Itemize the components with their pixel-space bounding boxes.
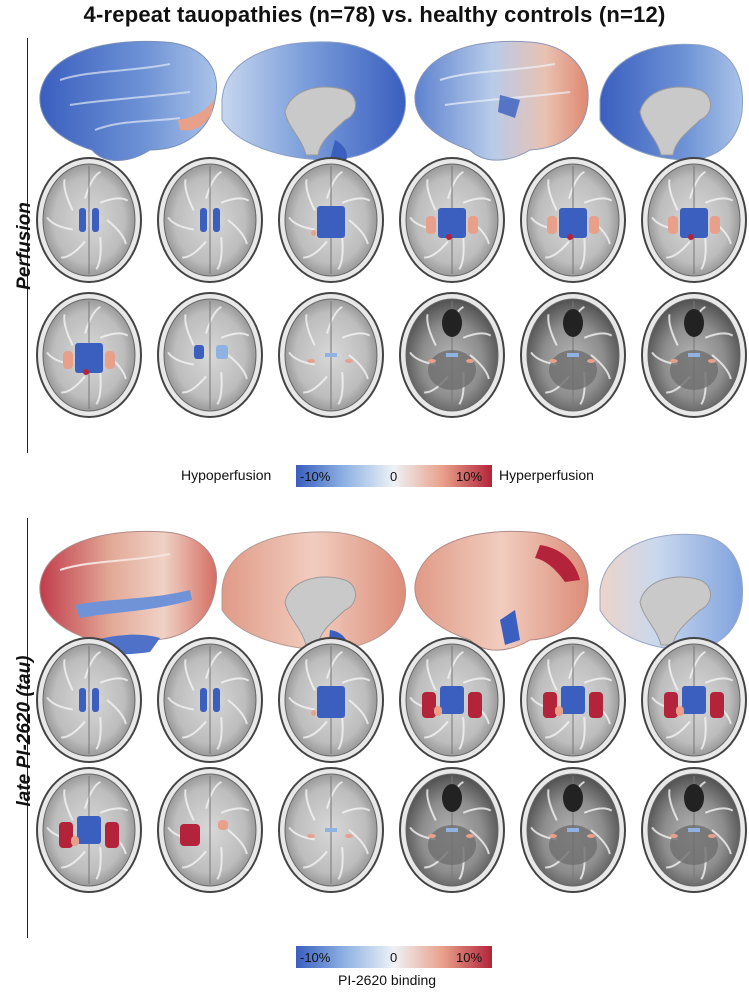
slice-1-1-6 bbox=[641, 157, 747, 283]
colorbar1 bbox=[296, 465, 492, 487]
slice-2-1-6 bbox=[641, 637, 747, 763]
slice-2-1-2 bbox=[157, 637, 263, 763]
slice-2-2-4 bbox=[399, 767, 505, 893]
slice-2-1-4 bbox=[399, 637, 505, 763]
figure-title: 4-repeat tauopathies (n=78) vs. healthy … bbox=[83, 2, 666, 27]
slice-2-2-2 bbox=[157, 767, 263, 893]
colorbar1-tick-max: 10% bbox=[456, 469, 483, 484]
tau-surface-medial-right bbox=[599, 533, 743, 651]
colorbar2-tick-mid: 0 bbox=[390, 950, 398, 965]
colorbar1-left-label: Hypoperfusion bbox=[181, 467, 272, 483]
axial-slices bbox=[36, 157, 747, 893]
tau-surface-lateral-right bbox=[414, 530, 589, 651]
slice-1-2-5 bbox=[520, 292, 626, 418]
tau-surface-lateral-left bbox=[39, 530, 217, 655]
slice-1-2-2 bbox=[157, 292, 263, 418]
tau-surface-medial-left bbox=[221, 531, 407, 655]
colorbar2-tick-min: -10% bbox=[300, 950, 331, 965]
slice-2-1-3 bbox=[278, 637, 384, 763]
slice-2-2-1 bbox=[36, 767, 142, 893]
colorbar1-right-label: Hyperperfusion bbox=[499, 467, 594, 483]
colorbar2-bottom-label: PI-2620 binding bbox=[338, 972, 437, 988]
perfusion-surface-lateral-left bbox=[39, 40, 217, 161]
colorbar1-tick-min: -10% bbox=[300, 469, 331, 484]
slice-1-1-5 bbox=[520, 157, 626, 283]
slice-1-2-4 bbox=[399, 292, 505, 418]
slice-1-2-1 bbox=[36, 292, 142, 418]
slice-1-1-1 bbox=[36, 157, 142, 283]
slice-2-2-3 bbox=[278, 767, 384, 893]
colorbar2-tick-max: 10% bbox=[456, 950, 483, 965]
colorbar2 bbox=[296, 946, 492, 968]
perfusion-divider bbox=[27, 38, 28, 453]
perfusion-surface-medial-left bbox=[221, 41, 407, 162]
slice-2-1-5 bbox=[520, 637, 626, 763]
slice-2-1-1 bbox=[36, 637, 142, 763]
tau-divider bbox=[27, 518, 28, 938]
perfusion-surface-medial-right bbox=[599, 43, 743, 161]
colorbar1-tick-mid: 0 bbox=[390, 469, 398, 484]
slice-1-1-4 bbox=[399, 157, 505, 283]
slice-2-2-5 bbox=[520, 767, 626, 893]
slice-1-1-3 bbox=[278, 157, 384, 283]
slice-2-2-6 bbox=[641, 767, 747, 893]
perfusion-surface-lateral-right bbox=[414, 40, 589, 161]
slice-1-1-2 bbox=[157, 157, 263, 283]
slice-1-2-6 bbox=[641, 292, 747, 418]
slice-1-2-3 bbox=[278, 292, 384, 418]
